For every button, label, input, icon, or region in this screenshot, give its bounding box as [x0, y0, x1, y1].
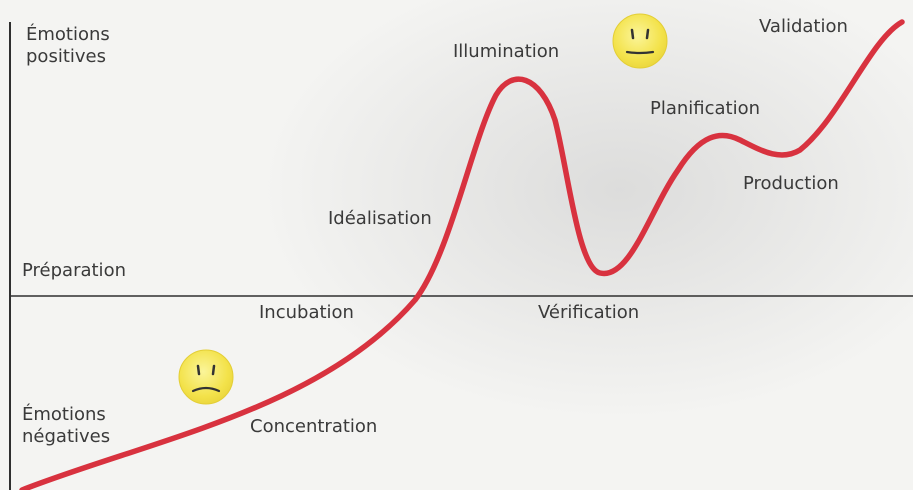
stage-verification: Vérification [538, 302, 640, 323]
background-shading [260, 0, 913, 420]
negative-emotions-label: Émotions négatives [22, 404, 110, 448]
positive-emotions-line1: Émotions [26, 24, 110, 45]
stage-incubation: Incubation [259, 302, 354, 323]
negative-emotions-line1: Émotions [22, 404, 106, 425]
stage-validation: Validation [759, 16, 848, 37]
stage-planification: Planification [650, 98, 761, 119]
positive-emotions-label: Émotions positives [26, 24, 110, 68]
preparation-label: Préparation [22, 260, 126, 281]
stage-idealisation: Idéalisation [328, 208, 432, 229]
positive-emotions-line2: positives [26, 46, 106, 67]
stage-concentration: Concentration [250, 416, 378, 437]
negative-emotions-line2: négatives [22, 426, 111, 447]
stage-production: Production [743, 173, 839, 194]
neutral-face-icon [612, 13, 668, 69]
sad-face-icon [178, 349, 234, 405]
emotion-curve [19, 19, 905, 490]
stage-illumination: Illumination [453, 41, 560, 62]
